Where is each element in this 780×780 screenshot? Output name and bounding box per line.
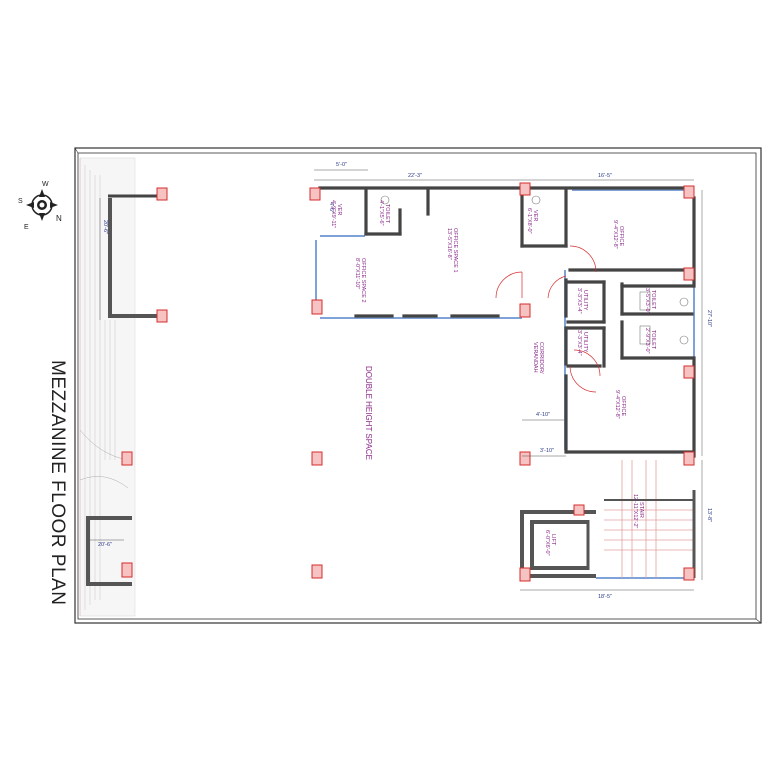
svg-text:4'-1"X5'-6": 4'-1"X5'-6" — [378, 200, 384, 226]
dim-22-3: 22'-3" — [408, 173, 422, 179]
svg-text:9'-4"X12'-8": 9'-4"X12'-8" — [614, 390, 620, 419]
svg-text:OFFICE: OFFICE — [618, 226, 624, 246]
room-office-bottom: OFFICE 9'-4"X12'-8" — [614, 390, 626, 419]
svg-text:6'-1"X8'-0": 6'-1"X8'-0" — [526, 208, 532, 234]
svg-text:6'-0"X6'-0": 6'-0"X6'-0" — [544, 530, 550, 556]
room-office-space-1: OFFICE SPACE 1 13'-5"X16'-8" — [446, 228, 458, 273]
dim-16-5-top: 16'-5" — [598, 173, 612, 179]
svg-text:OFFICE SPACE 1: OFFICE SPACE 1 — [452, 228, 458, 273]
room-ver2: VER 6'-1"X8'-0" — [526, 208, 538, 234]
svg-text:OFFICE: OFFICE — [620, 396, 626, 416]
compass-icon: S E N W — [18, 181, 62, 231]
sheet-border — [74, 147, 762, 624]
compass-n: N — [56, 214, 62, 223]
svg-text:8'-0"X11'-10": 8'-0"X11'-10" — [354, 258, 360, 289]
svg-text:3'-3"X3'-4": 3'-3"X3'-4" — [576, 330, 582, 356]
dim-20-left-bottom: 20'-6" — [98, 542, 112, 548]
compass-w: W — [42, 181, 49, 188]
page-title: MEZZANINE FLOOR PLAN — [47, 360, 68, 605]
svg-text:VERANDAH: VERANDAH — [532, 342, 538, 373]
room-corridor: CORRIDOR/ VERANDAH — [532, 342, 544, 374]
svg-text:TOILET: TOILET — [650, 330, 656, 350]
svg-text:3'-5"X3'-0": 3'-5"X3'-0" — [644, 288, 650, 314]
dim-3-10: 3'-10" — [540, 448, 554, 454]
room-toilet1: TOILET 4'-1"X5'-6" — [378, 200, 390, 226]
svg-text:3'-3"X3'-4": 3'-3"X3'-4" — [576, 288, 582, 314]
door-swings — [495, 245, 601, 393]
double-height-label: DOUBLE HEIGHT SPACE — [364, 366, 373, 460]
room-ver1: VER 4'-9"X9'-11" — [330, 200, 342, 228]
svg-text:TOILET: TOILET — [650, 290, 656, 310]
svg-text:13'-5"X16'-8": 13'-5"X16'-8" — [446, 228, 452, 260]
stair-lift — [520, 460, 696, 578]
room-office-top: OFFICE 9'-4"X12'-8" — [612, 220, 624, 249]
columns — [309, 182, 695, 582]
svg-text:12'-11"X12'-2": 12'-11"X12'-2" — [632, 494, 638, 528]
svg-text:2'-9"X3'-0": 2'-9"X3'-0" — [644, 328, 650, 354]
svg-text:OFFICE SPACE 2: OFFICE SPACE 2 — [360, 258, 366, 303]
left-site-strip — [79, 157, 136, 617]
svg-text:STAIR: STAIR — [638, 502, 644, 518]
dim-5-0: 5'-0" — [336, 162, 347, 168]
left-structures — [86, 187, 168, 586]
dim-4-6: 4'-6" — [328, 202, 334, 213]
compass-s: S — [18, 198, 23, 205]
room-lift: LIFT 6'-0"X6'-0" — [544, 530, 556, 556]
walls — [318, 186, 696, 458]
svg-text:CORRIDOR/: CORRIDOR/ — [538, 342, 544, 374]
svg-text:VER: VER — [336, 204, 342, 215]
dim-4-10: 4'-10" — [536, 412, 550, 418]
svg-text:UTILITY: UTILITY — [582, 332, 588, 353]
room-office-space-2: OFFICE SPACE 2 8'-0"X11'-10" — [354, 258, 366, 303]
dim-18-5-bottom: 18'-5" — [598, 594, 612, 600]
svg-text:4'-9"X9'-11": 4'-9"X9'-11" — [330, 200, 336, 228]
room-utility1: UTILITY 3'-3"X3'-4" — [576, 288, 588, 314]
dim-13-8: 13'-8" — [706, 508, 712, 522]
room-toilet3: TOILET 2'-9"X3'-0" — [644, 328, 656, 354]
compass-e: E — [24, 224, 29, 231]
room-stair: STAIR 12'-11"X12'-2" — [632, 494, 644, 528]
dimension-lines — [86, 169, 703, 591]
svg-text:TOILET: TOILET — [384, 204, 390, 224]
room-utility2: UTILITY 3'-3"X3'-4" — [576, 330, 588, 356]
dim-27-10: 27'-10" — [706, 310, 712, 327]
dim-20-left-top: 20'-6" — [102, 220, 108, 234]
fixtures — [380, 195, 689, 345]
svg-text:9'-4"X12'-8": 9'-4"X12'-8" — [612, 220, 618, 249]
svg-text:UTILITY: UTILITY — [582, 290, 588, 311]
room-toilet2: TOILET 3'-5"X3'-0" — [644, 288, 656, 314]
svg-text:VER: VER — [532, 210, 538, 221]
svg-text:LIFT: LIFT — [550, 534, 556, 546]
